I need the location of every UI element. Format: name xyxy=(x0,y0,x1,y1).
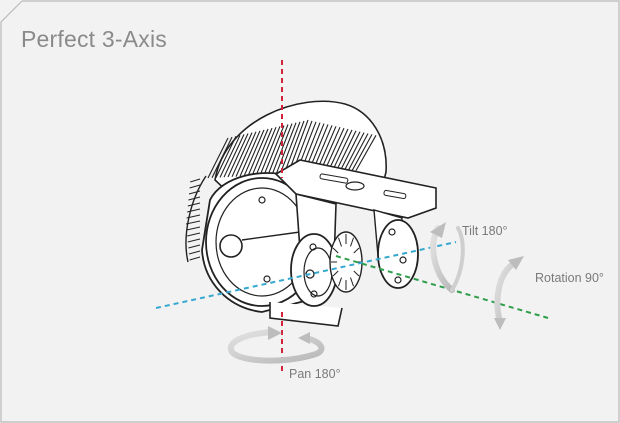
tilt-axis xyxy=(155,241,457,309)
heat-sink-fin xyxy=(188,244,201,249)
heat-sink-fin xyxy=(188,250,201,255)
rotation-arrow-icon xyxy=(494,256,524,330)
heat-sink-fin xyxy=(279,121,301,175)
heat-sink-fin xyxy=(187,202,201,207)
pan-label: Pan 180° xyxy=(289,367,341,381)
heat-sink-fin xyxy=(189,184,201,189)
heat-sink-fin xyxy=(263,125,285,176)
heat-sink-fin xyxy=(223,134,245,178)
heat-sink-fin xyxy=(331,129,353,173)
gear-tooth xyxy=(350,277,354,287)
gear-tooth xyxy=(338,277,342,287)
pan-arrow-icon xyxy=(227,326,325,364)
heat-sink-fin xyxy=(235,131,257,177)
heat-sink-fin xyxy=(239,130,261,177)
heat-sink-fin xyxy=(343,132,365,172)
tilt-arrow-icon xyxy=(430,222,465,293)
heat-sink-fin xyxy=(255,126,277,176)
heat-sink-fin xyxy=(185,220,201,225)
heat-sink-fin xyxy=(283,120,305,175)
gear-tooth xyxy=(332,247,339,254)
gear-tooth xyxy=(353,270,360,277)
heat-sink-fin xyxy=(187,232,201,237)
heat-sink-fin xyxy=(275,122,297,175)
page-title: Perfect 3-Axis xyxy=(21,26,167,52)
heat-sink-fin xyxy=(267,124,289,176)
tilt-label: Tilt 180° xyxy=(462,224,508,238)
heat-sink-fin xyxy=(247,128,269,177)
heat-sink-fin xyxy=(243,129,265,177)
rotation-label: Rotation 90° xyxy=(535,271,604,285)
heat-sink-fin xyxy=(351,134,373,172)
heat-sink-fin xyxy=(187,208,201,213)
heat-sink-fin xyxy=(355,135,377,171)
heat-sink-fin xyxy=(189,256,201,261)
heat-sink-fin xyxy=(190,178,201,183)
heat-sink-fin xyxy=(186,214,201,219)
gear-tooth xyxy=(350,237,354,247)
heat-sink-fin xyxy=(215,135,237,178)
heat-sink-fin xyxy=(211,136,233,179)
camera-base xyxy=(269,302,343,327)
heat-sink-fin xyxy=(271,123,293,176)
heat-sink-fin xyxy=(188,196,201,201)
gear-tooth xyxy=(338,237,342,247)
heat-sink-fin xyxy=(259,126,281,176)
rotation-axis xyxy=(335,255,549,319)
heat-sink-fin xyxy=(251,127,273,177)
heat-sink-fin xyxy=(207,137,229,179)
heat-sink-fin xyxy=(335,130,357,172)
heat-sink-fin xyxy=(187,238,201,243)
heat-sink-fin xyxy=(347,133,369,172)
heat-sink-fin xyxy=(219,135,241,178)
heat-sink-fin xyxy=(188,190,201,195)
heat-sink-fin xyxy=(339,131,361,172)
gear-tooth xyxy=(332,270,339,277)
gear-tooth xyxy=(353,247,360,254)
heat-sink-fin xyxy=(186,226,201,231)
heat-sink-fin xyxy=(327,128,349,173)
heat-sink-fin xyxy=(227,133,249,178)
heat-sink-fin xyxy=(231,132,253,178)
